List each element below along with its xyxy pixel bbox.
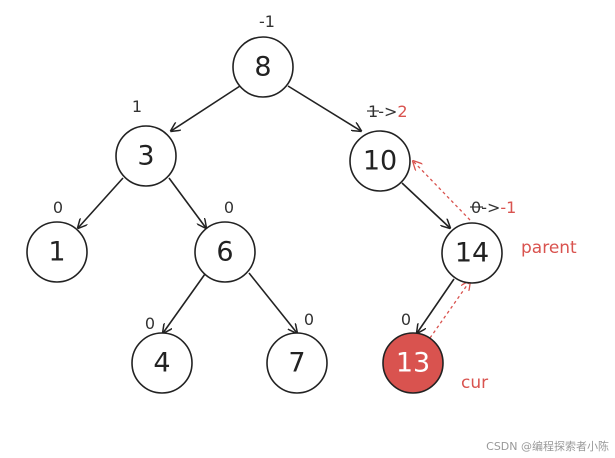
dashed-arrow-13-to-14 — [429, 281, 470, 339]
bf-node-13: 0 — [401, 310, 411, 329]
cur-tag: cur — [461, 373, 488, 393]
node-1: 1 — [26, 221, 88, 283]
node-10: 10 — [349, 130, 411, 192]
node-14-label: 14 — [455, 238, 489, 269]
edge-3-6 — [168, 177, 206, 228]
watermark: CSDN @编程探索者小陈 — [486, 439, 609, 453]
node-6-label: 6 — [216, 237, 233, 268]
node-13-label: 13 — [396, 348, 430, 379]
edge-3-1 — [78, 177, 124, 228]
edge-14-13 — [417, 278, 455, 333]
tree-nodes: 8 3 10 1 6 14 4 7 — [26, 36, 503, 394]
node-4-label: 4 — [153, 348, 170, 379]
node-3: 3 — [115, 125, 177, 187]
bf-node-3: 1 — [132, 97, 142, 116]
bf-node-8: -1 — [259, 12, 275, 31]
dashed-arrow-14-to-10 — [413, 161, 471, 221]
node-7: 7 — [266, 332, 328, 394]
node-6: 6 — [194, 221, 256, 283]
balance-factors: -1 1 0 0 0 0 0 1->2 0->-1 — [53, 12, 516, 333]
tree-edges — [78, 85, 455, 333]
bf-node-4: 0 — [145, 314, 155, 333]
edge-8-10 — [287, 85, 361, 131]
node-13-cur: 13 — [382, 332, 444, 394]
bf-node-10-arrow: -> — [378, 102, 397, 121]
bf-node-1: 0 — [53, 198, 63, 217]
edge-10-14 — [401, 182, 450, 228]
bf-node-6: 0 — [224, 198, 234, 217]
node-14: 14 — [441, 222, 503, 284]
bf-node-10-new: 2 — [397, 102, 407, 121]
edge-6-7 — [248, 272, 297, 333]
bf-node-14-new: -1 — [500, 198, 516, 217]
bf-node-14-arrow: -> — [481, 198, 500, 217]
update-path-arrows — [413, 161, 471, 339]
node-10-label: 10 — [363, 146, 397, 177]
edge-6-4 — [163, 273, 206, 333]
node-3-label: 3 — [137, 141, 154, 172]
node-7-label: 7 — [288, 348, 305, 379]
bf-node-7: 0 — [304, 310, 314, 329]
edge-8-3 — [171, 85, 241, 131]
node-4: 4 — [131, 332, 193, 394]
parent-tag: parent — [521, 238, 577, 258]
node-1-label: 1 — [48, 237, 65, 268]
node-8: 8 — [232, 36, 294, 98]
node-8-label: 8 — [254, 52, 271, 83]
